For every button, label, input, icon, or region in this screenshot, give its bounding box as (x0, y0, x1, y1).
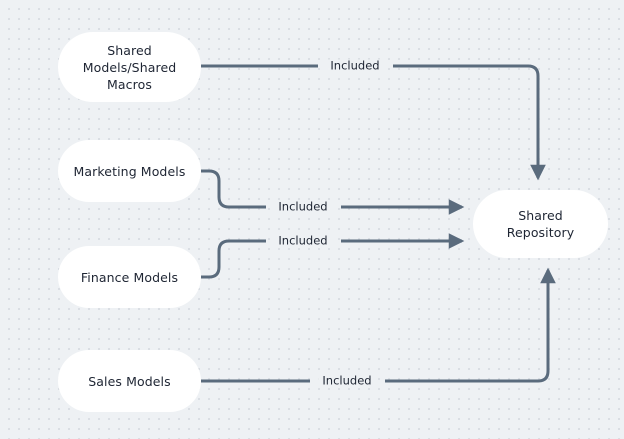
edge-label-finance-models: Included (274, 234, 332, 248)
node-shared-models-label: Shared Models/Shared Macros (83, 42, 177, 93)
node-shared-models-line2: Models/Shared (82, 59, 177, 75)
node-shared-repository[interactable]: Shared Repository (473, 190, 608, 258)
node-marketing-models-label: Marketing Models (73, 163, 186, 179)
node-sales-models-label: Sales Models (88, 373, 171, 389)
node-shared-repository-label: Shared Repository (506, 208, 575, 240)
edge-label-sales-models: Included (318, 374, 376, 388)
node-sales-models[interactable]: Sales Models (58, 350, 201, 412)
edge-label-marketing-models: Included (274, 200, 332, 214)
edge-path-marketing-models (201, 169, 266, 209)
node-shared-models-line1: Shared (107, 42, 152, 58)
edge-path-sales-models-b (385, 267, 556, 383)
edge-path-shared-models-b (393, 64, 546, 181)
edge-label-shared-models: Included (326, 59, 384, 73)
node-shared-models-line3: Macros (107, 76, 152, 92)
node-marketing-models[interactable]: Marketing Models (58, 140, 201, 202)
edge-path-finance-models (201, 239, 266, 279)
node-shared-models[interactable]: Shared Models/Shared Macros (58, 32, 201, 102)
node-finance-models[interactable]: Finance Models (58, 246, 201, 308)
node-finance-models-label: Finance Models (80, 269, 179, 285)
